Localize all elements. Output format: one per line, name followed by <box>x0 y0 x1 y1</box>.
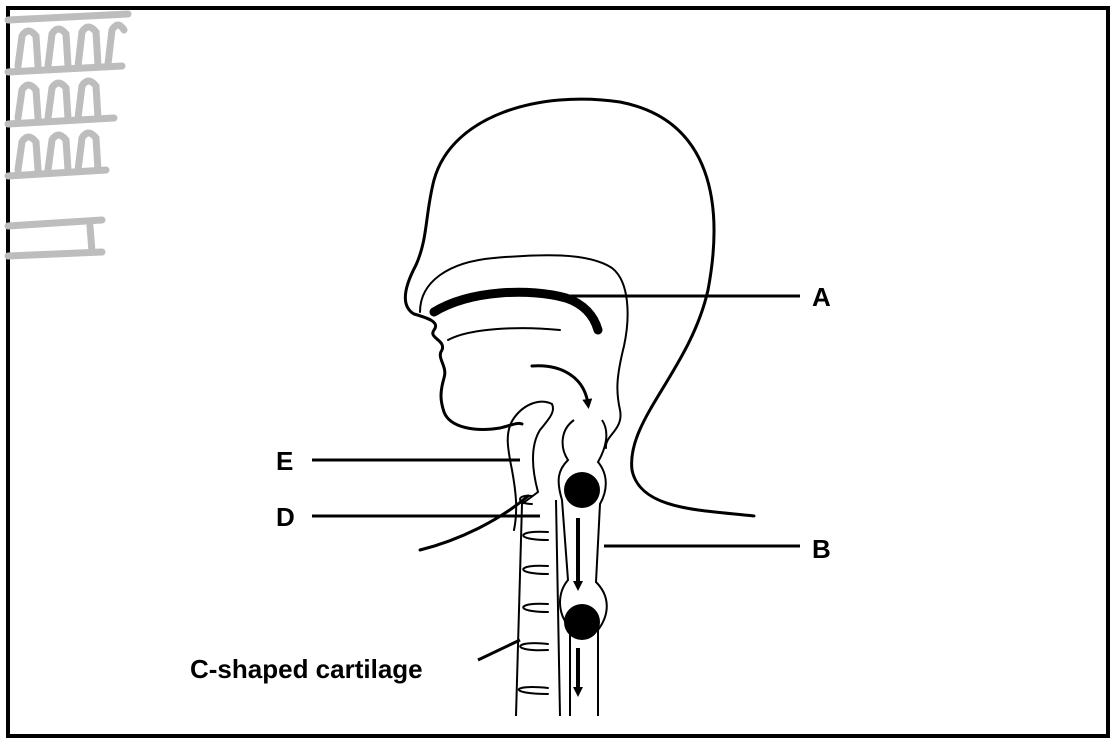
nasal-cavity-outline <box>420 255 628 448</box>
food-bolus-lower <box>564 604 600 640</box>
oesophagus-left-wall <box>559 420 574 716</box>
label-cartilage: C-shaped cartilage <box>190 654 423 684</box>
palate <box>434 292 598 330</box>
food-path-arrow <box>532 366 588 404</box>
label-d: D <box>276 502 295 532</box>
oral-cavity-outline <box>448 328 560 340</box>
label-b: B <box>812 534 831 564</box>
building-watermark-icon <box>8 14 128 256</box>
label-e: E <box>276 446 293 476</box>
leader-line-cartilage <box>478 640 520 660</box>
larynx-line <box>533 404 553 492</box>
oesophagus-right-wall <box>596 420 607 716</box>
neck-front-line <box>420 496 528 550</box>
label-a: A <box>812 282 831 312</box>
cartilage-rings <box>519 496 548 694</box>
food-bolus-upper <box>564 472 600 508</box>
epiglottis <box>508 402 552 530</box>
